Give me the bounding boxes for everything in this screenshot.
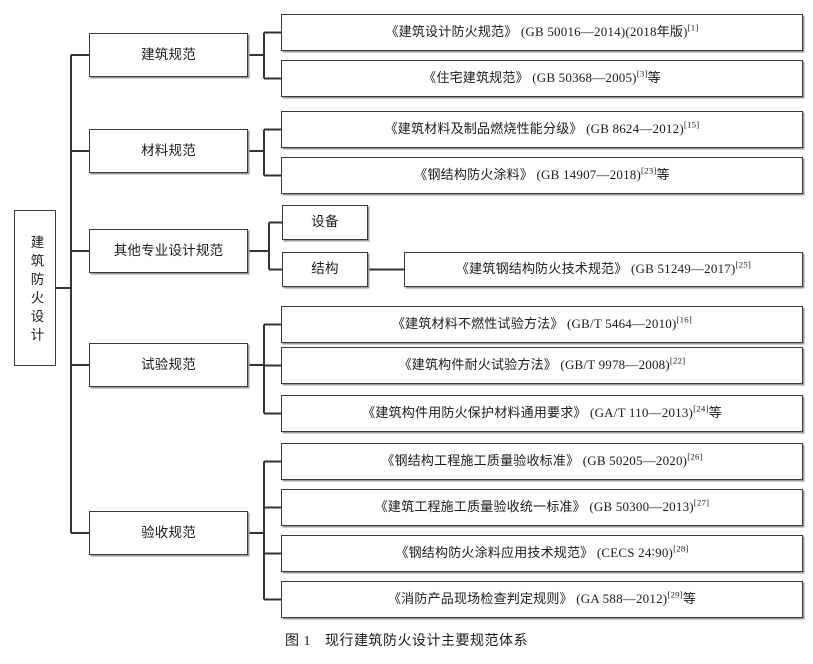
standard-reference: [28] <box>673 544 689 555</box>
standard-title: 《建筑材料不燃性试验方法》 <box>391 316 564 332</box>
standard-code: (GB/T 5464—2010) <box>567 316 677 332</box>
standard-label: 《钢结构工程施工质量验收标准》 (GB 50205—2020)[26] <box>381 453 702 469</box>
standard-reference: [15] <box>683 120 700 131</box>
standard-code: (GB 50205—2020) <box>582 453 688 469</box>
standard-reference: [22] <box>669 356 686 367</box>
standard-label: 《住宅建筑规范》 (GB 50368—2005)[3]等 <box>423 70 661 86</box>
standard-box[interactable]: 《建筑设计防火规范》 (GB 50016—2014)(2018年版)[1] <box>281 14 803 51</box>
standard-reference: [25] <box>735 260 752 271</box>
standard-code: (GB 14907—2018) <box>536 167 641 183</box>
standard-code: (GA 588—2012) <box>576 591 668 607</box>
standard-code: (GB 8624—2012) <box>586 121 684 137</box>
branch-label: 其他专业设计规范 <box>113 242 224 258</box>
standard-title: 《消防产品现场检查判定规则》 <box>387 591 573 607</box>
branch-node-material-codes[interactable]: 材料规范 <box>89 129 248 173</box>
branch-label: 建筑规范 <box>141 46 196 62</box>
branch-node-building-codes[interactable]: 建筑规范 <box>89 33 248 77</box>
standard-title: 《建筑构件用防火保护材料通用要求》 <box>362 405 587 421</box>
standard-title: 《建筑材料及制品燃烧性能分级》 <box>384 121 583 137</box>
standard-box[interactable]: 《住宅建筑规范》 (GB 50368—2005)[3]等 <box>281 60 803 97</box>
standard-box[interactable]: 《建筑工程施工质量验收统一标准》 (GB 50300—2013)[27] <box>281 489 803 526</box>
branch-label: 材料规范 <box>141 142 196 158</box>
standard-label: 《钢结构防火涂料应用技术规范》 (CECS 24∶90)[28] <box>395 545 688 561</box>
standard-suffix: 等 <box>708 405 722 421</box>
standard-code: (GB 50016—2014)(2018年版) <box>520 24 688 40</box>
standard-title: 《建筑构件耐火试验方法》 <box>398 357 557 373</box>
branch-node-acceptance-codes[interactable]: 验收规范 <box>89 511 248 555</box>
standard-code: (GA/T 110—2013) <box>590 405 694 421</box>
root-node-label: 建筑防火设计 <box>28 234 44 346</box>
subgroup-label: 设备 <box>311 214 339 230</box>
standard-label: 《建筑构件耐火试验方法》 (GB/T 9978—2008)[22] <box>399 357 686 373</box>
standard-reference: [27] <box>693 498 710 509</box>
standard-title: 《钢结构防火涂料应用技术规范》 <box>395 545 594 561</box>
standard-reference: [24] <box>693 404 709 415</box>
standard-label: 《建筑工程施工质量验收统一标准》 (GB 50300—2013)[27] <box>375 499 710 515</box>
standard-code: (GB 50368—2005) <box>532 70 637 86</box>
standard-label: 《建筑钢结构防火技术规范》 (GB 51249—2017)[25] <box>456 261 751 277</box>
standard-suffix: 等 <box>647 70 661 86</box>
standard-reference: [29] <box>667 590 683 601</box>
branch-node-other-discipline-codes[interactable]: 其他专业设计规范 <box>89 229 248 273</box>
standard-label: 《钢结构防火涂料》 (GB 14907—2018)[23]等 <box>414 167 669 183</box>
standard-box[interactable]: 《钢结构防火涂料应用技术规范》 (CECS 24∶90)[28] <box>281 535 803 572</box>
standard-code: (GB 51249—2017) <box>631 261 736 277</box>
standard-title: 《建筑工程施工质量验收统一标准》 <box>374 499 586 515</box>
branch-label: 试验规范 <box>141 356 196 372</box>
standard-label: 《建筑材料不燃性试验方法》 (GB/T 5464—2010)[16] <box>392 316 692 332</box>
standard-box[interactable]: 《建筑材料不燃性试验方法》 (GB/T 5464—2010)[16] <box>281 306 803 343</box>
standard-suffix: 等 <box>682 591 697 607</box>
standard-box[interactable]: 《建筑构件耐火试验方法》 (GB/T 9978—2008)[22] <box>281 347 803 384</box>
standard-title: 《钢结构工程施工质量验收标准》 <box>381 453 580 469</box>
root-node[interactable]: 建筑防火设计 <box>14 210 56 366</box>
standard-box[interactable]: 《钢结构工程施工质量验收标准》 (GB 50205—2020)[26] <box>281 443 803 480</box>
standard-box[interactable]: 《钢结构防火涂料》 (GB 14907—2018)[23]等 <box>281 157 803 194</box>
standard-title: 《建筑设计防火规范》 <box>385 24 518 40</box>
subgroup-node-structure[interactable]: 结构 <box>282 252 368 287</box>
standard-suffix: 等 <box>656 167 670 183</box>
figure-caption: 图 1 现行建筑防火设计主要规范体系 <box>0 630 813 650</box>
subgroup-node-equipment[interactable]: 设备 <box>282 205 368 240</box>
standard-box[interactable]: 《建筑构件用防火保护材料通用要求》 (GA/T 110—2013)[24]等 <box>281 395 803 432</box>
standard-code: (GB/T 9978—2008) <box>560 357 670 373</box>
standard-reference: [1] <box>687 23 699 34</box>
standard-reference: [26] <box>687 452 703 463</box>
standard-label: 《建筑材料及制品燃烧性能分级》 (GB 8624—2012)[15] <box>385 121 700 137</box>
standard-title: 《住宅建筑规范》 <box>423 70 529 86</box>
standard-label: 《建筑设计防火规范》 (GB 50016—2014)(2018年版)[1] <box>385 24 698 40</box>
standard-code: (GB 50300—2013) <box>589 499 694 515</box>
standard-box[interactable]: 《消防产品现场检查判定规则》 (GA 588—2012)[29]等 <box>281 581 803 618</box>
subgroup-label: 结构 <box>311 261 339 277</box>
standard-title: 《钢结构防火涂料》 <box>414 167 534 183</box>
standard-title: 《建筑钢结构防火技术规范》 <box>455 261 628 277</box>
figure-caption-number: 图 1 <box>285 634 311 649</box>
standard-code: (CECS 24∶90) <box>596 545 674 561</box>
standard-reference: [16] <box>676 315 693 326</box>
standard-reference: [3] <box>636 69 648 80</box>
standard-label: 《建筑构件用防火保护材料通用要求》 (GA/T 110—2013)[24]等 <box>362 405 722 421</box>
standard-reference: [23] <box>641 166 657 177</box>
standard-label: 《消防产品现场检查判定规则》 (GA 588—2012)[29]等 <box>388 591 696 607</box>
figure-caption-text: 现行建筑防火设计主要规范体系 <box>325 634 528 649</box>
branch-label: 验收规范 <box>141 524 196 540</box>
standard-box[interactable]: 《建筑钢结构防火技术规范》 (GB 51249—2017)[25] <box>404 252 803 287</box>
standard-box[interactable]: 《建筑材料及制品燃烧性能分级》 (GB 8624—2012)[15] <box>281 111 803 148</box>
branch-node-test-codes[interactable]: 试验规范 <box>89 343 248 387</box>
